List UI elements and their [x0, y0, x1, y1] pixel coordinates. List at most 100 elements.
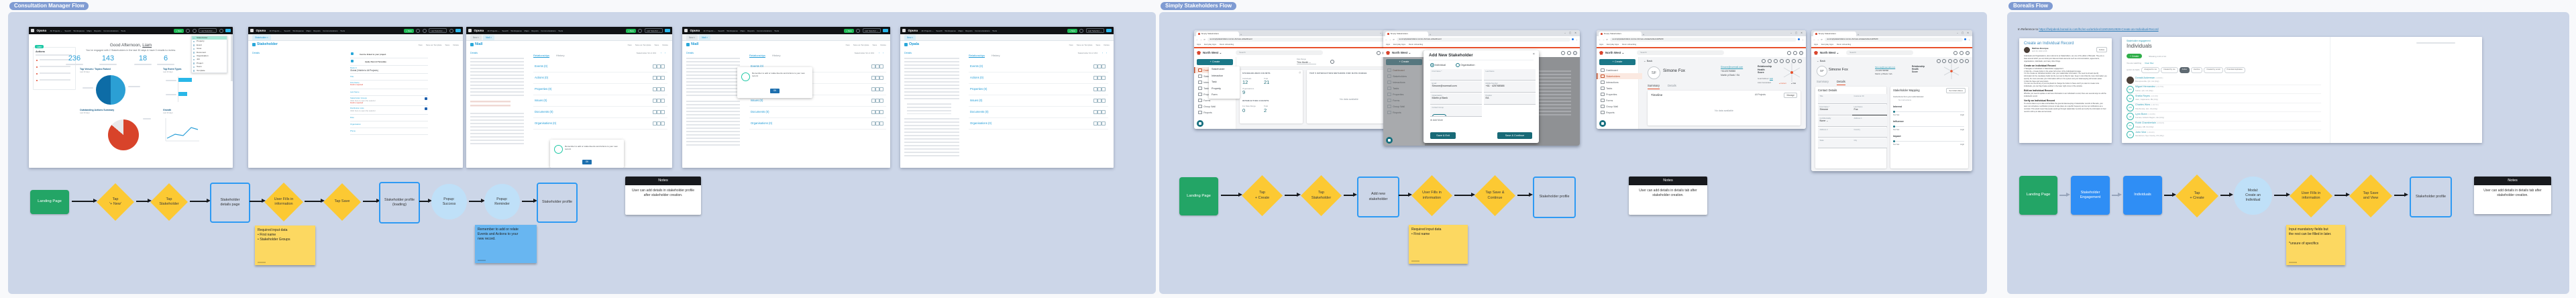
sidebar-item-tasks[interactable]: Tasks — [1194, 85, 1240, 91]
relation-label[interactable]: Documents (0) — [970, 110, 989, 113]
last-name-field[interactable]: Last Name — [1484, 69, 1536, 81]
sidebar-item-group-wall[interactable]: Group Wall — [1597, 103, 1642, 109]
search-icon[interactable] — [657, 99, 661, 103]
tab-stakeholder[interactable]: Stakeholder × — [252, 35, 271, 40]
cm-nav-projects[interactable]: All Projects ⌄ — [921, 29, 934, 32]
add-more-link[interactable]: ⊕ Add More — [1430, 119, 1443, 121]
tab-relationships[interactable]: Relationships — [749, 54, 766, 58]
search-icon[interactable] — [1097, 87, 1102, 91]
sidebar-item-reports[interactable]: Reports — [1194, 109, 1240, 115]
search-icon[interactable] — [657, 87, 661, 91]
cm-nav-workspaces[interactable]: Workspaces — [727, 29, 738, 32]
cm-nav-communications[interactable]: Communications — [541, 29, 556, 32]
prev-record-icon[interactable]: ‹ — [1102, 52, 1103, 54]
tab-history[interactable]: History — [556, 54, 565, 57]
first-name-field[interactable]: First Name *Simone — [1818, 105, 1853, 115]
record-title-link[interactable]: Niall — [691, 42, 699, 46]
menu-item-team[interactable]: Team — [192, 65, 227, 68]
section-label-simply-stakeholders[interactable]: Simply Stakeholders Flow — [1161, 2, 1237, 10]
field-last-name[interactable]: Last Name — [350, 89, 428, 96]
back-icon[interactable]: ← — [1599, 38, 1601, 41]
add-icon[interactable] — [653, 121, 657, 126]
greeting-name-link[interactable]: Liam — [142, 43, 152, 48]
sidebar-item-tasks[interactable]: Tasks — [1597, 85, 1642, 91]
reload-icon[interactable]: ⟳ — [1821, 38, 1823, 41]
relation-row-issues[interactable]: Issues (0) — [533, 95, 667, 107]
relation-row-events[interactable]: Events (0) — [533, 60, 667, 72]
menu-item-document[interactable]: Document — [192, 51, 227, 54]
relation-row-actions[interactable]: Actions (0) — [533, 72, 667, 84]
cm-toggle[interactable] — [665, 29, 670, 32]
cm-toggle[interactable] — [225, 29, 231, 32]
collapse-icon[interactable] — [661, 76, 665, 80]
collapse-icon[interactable] — [1102, 110, 1106, 114]
field-stakeholder-groups[interactable]: Stakeholder Groups Click here to open th… — [350, 96, 428, 106]
delete-action[interactable]: Delete — [1104, 44, 1110, 46]
relation-label[interactable]: Actions (0) — [970, 76, 984, 79]
cm-bell-icon[interactable] — [1079, 28, 1084, 33]
save-action[interactable]: Save — [654, 44, 659, 46]
flow-node-landing-page[interactable]: Landing Page — [1179, 177, 1218, 215]
add-icon[interactable] — [653, 99, 657, 103]
relation-label[interactable]: Issues (0) — [535, 99, 547, 102]
filter-settings-icon[interactable] — [1330, 60, 1334, 64]
cm-nav-maps[interactable]: Maps — [740, 29, 745, 32]
relation-row-documents[interactable]: Documents (0) — [749, 106, 886, 118]
cm-nav-tools[interactable]: Tools — [774, 29, 780, 32]
person-row[interactable]: RC Robb Chamberlain (I-00423) Calgary, A… — [2127, 121, 2321, 130]
create-menu-task[interactable]: Task — [1212, 81, 1217, 83]
state-field[interactable]: State — [1818, 138, 1853, 148]
add-icon[interactable] — [1093, 64, 1097, 68]
search-icon[interactable] — [875, 99, 879, 103]
sticky-note-required-input[interactable]: Required input data • First name — [1409, 225, 1468, 264]
cm-new-button[interactable]: + New — [174, 28, 184, 33]
more-icon[interactable] — [1798, 59, 1802, 63]
cm-nav-communications[interactable]: Communications — [323, 29, 338, 32]
search-icon[interactable] — [1097, 64, 1102, 68]
profile-icon[interactable] — [1798, 38, 1801, 40]
person-name[interactable]: Charles Wors (I-00743) — [2135, 103, 2159, 106]
cm-window-record-2[interactable]: Opuna All Projects ⌄ Search Workspaces M… — [682, 27, 890, 168]
collapse-icon[interactable] — [661, 99, 665, 103]
collapse-icon[interactable] — [879, 110, 883, 114]
search-icon[interactable] — [657, 121, 661, 126]
search-icon[interactable] — [875, 76, 879, 80]
save-continue-button[interactable]: Save & Continue — [1497, 132, 1532, 139]
create-button[interactable]: + Create — [2127, 54, 2143, 58]
add-icon[interactable] — [653, 87, 657, 91]
date-range-select[interactable]: This Month ⌄ — [1297, 61, 1317, 64]
notes-card[interactable]: Notes User can add details in details ta… — [2474, 177, 2551, 214]
save-as-template-action[interactable]: Save as Template — [635, 44, 651, 46]
address2-field[interactable]: Address 2 — [1818, 128, 1853, 138]
cm-nav-maps[interactable]: Maps — [958, 29, 963, 32]
flow-node-add-new-stakeholder[interactable]: Add new stakeholder — [1357, 177, 1399, 217]
url-field[interactable]: au.simplystakeholders.com/en-AU/new-ui/d… — [1396, 37, 1570, 42]
collapse-icon[interactable] — [879, 76, 883, 80]
field-made-in[interactable]: Made In Global (Visible to All Projects) — [350, 66, 428, 74]
delete-action[interactable]: Delete — [662, 44, 668, 46]
overflow-icon[interactable]: ⋮ — [1968, 38, 1970, 41]
cm-nav-tools[interactable]: Tools — [992, 29, 998, 32]
search-icon[interactable] — [1097, 110, 1102, 114]
cm-nav-communications[interactable]: Communications — [975, 29, 990, 32]
reload-icon[interactable]: ⟳ — [1393, 38, 1395, 41]
relation-label[interactable]: Properties (0) — [970, 87, 987, 91]
menu-item-property[interactable]: Property — [192, 40, 227, 43]
avatar[interactable] — [1799, 50, 1803, 55]
section-label-consultation-manager[interactable]: Consultation Manager Flow — [9, 2, 89, 10]
cm-new-button[interactable]: + New — [626, 28, 636, 33]
flow-node-stakeholder-profile[interactable]: Stakeholder profile — [537, 183, 578, 223]
relation-row-actions[interactable]: Actions (0) — [969, 72, 1108, 84]
relation-row-events[interactable]: Events (0) — [749, 60, 886, 72]
add-icon[interactable] — [871, 87, 875, 91]
cm-nav-projects[interactable]: All Projects ⌄ — [703, 29, 716, 32]
copy-icon[interactable] — [1780, 59, 1784, 63]
collapse-icon[interactable] — [879, 64, 883, 68]
save-as-template-action[interactable]: Save as Template — [853, 44, 869, 46]
avatar[interactable] — [1573, 50, 1577, 55]
forward-icon[interactable]: → — [1199, 38, 1202, 41]
relation-label[interactable]: Documents (0) — [535, 110, 553, 113]
bookmark-apps[interactable]: Apps — [1599, 44, 1604, 46]
menu-item-template[interactable]: Template — [192, 69, 227, 72]
